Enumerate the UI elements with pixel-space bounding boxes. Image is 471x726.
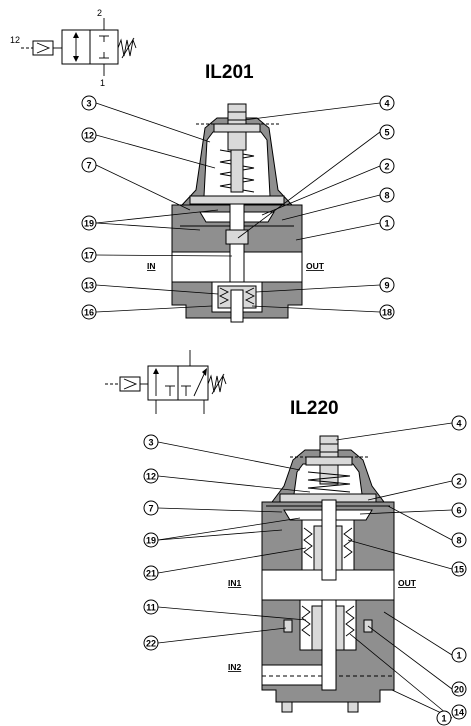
callout-1: 1: [379, 215, 395, 231]
svg-text:21: 21: [146, 569, 156, 579]
callouts-il220: 3 12 7 19 21 11 22 4 2 6 8 15 1 20 14 1: [143, 415, 467, 726]
callout-19: 19: [143, 532, 159, 548]
svg-text:8: 8: [456, 536, 461, 546]
callout-3: 3: [81, 95, 97, 111]
callout-9: 9: [379, 277, 395, 293]
callout-5: 5: [379, 124, 395, 140]
svg-text:12: 12: [84, 131, 94, 141]
model-title-il201: IL201: [205, 62, 254, 83]
callout-3: 3: [143, 434, 159, 450]
port-label-in1: IN1: [228, 578, 242, 588]
callout-21: 21: [143, 565, 159, 581]
callout-14: 14: [451, 704, 467, 720]
callout-8: 8: [379, 187, 395, 203]
callout-6: 6: [451, 502, 467, 518]
svg-text:16: 16: [84, 308, 94, 318]
symbol-port-12: 12: [10, 35, 20, 45]
svg-text:19: 19: [146, 536, 156, 546]
svg-text:8: 8: [384, 191, 389, 201]
callout-1: 1: [451, 647, 467, 663]
port-label-in2: IN2: [228, 662, 242, 672]
svg-text:3: 3: [86, 99, 91, 109]
svg-text:15: 15: [454, 565, 464, 575]
model-title-il220: IL220: [290, 398, 339, 419]
callout-2: 2: [451, 473, 467, 489]
callout-11: 11: [143, 599, 159, 615]
svg-text:5: 5: [384, 128, 389, 138]
callout-7: 7: [81, 157, 97, 173]
symbol-port-2: 2: [97, 8, 102, 18]
callout-22: 22: [143, 635, 159, 651]
valve-symbol-il220: [105, 350, 227, 414]
svg-text:7: 7: [86, 161, 91, 171]
svg-text:1: 1: [456, 651, 461, 661]
port-label-out: OUT: [306, 261, 325, 271]
svg-text:7: 7: [148, 504, 153, 514]
svg-text:12: 12: [146, 472, 156, 482]
svg-text:9: 9: [384, 281, 389, 291]
svg-text:19: 19: [84, 219, 94, 229]
svg-text:2: 2: [384, 162, 389, 172]
callout-4: 4: [379, 95, 395, 111]
port-label-in: IN: [147, 261, 156, 271]
svg-text:13: 13: [84, 281, 94, 291]
callout-1-lower: 1: [436, 710, 452, 726]
svg-text:14: 14: [454, 708, 464, 718]
svg-text:6: 6: [456, 506, 461, 516]
svg-text:2: 2: [456, 477, 461, 487]
symbol-port-1: 1: [100, 78, 105, 88]
callout-2: 2: [379, 158, 395, 174]
callout-19: 19: [81, 215, 97, 231]
callout-4: 4: [451, 415, 467, 431]
callout-18: 18: [379, 304, 395, 320]
svg-text:4: 4: [384, 99, 389, 109]
callout-15: 15: [451, 561, 467, 577]
callout-12: 12: [81, 127, 97, 143]
port-label-out: OUT: [398, 578, 417, 588]
svg-text:3: 3: [148, 438, 153, 448]
svg-text:20: 20: [454, 685, 464, 695]
svg-text:4: 4: [456, 419, 461, 429]
callout-17: 17: [81, 247, 97, 263]
callout-13: 13: [81, 277, 97, 293]
callout-12: 12: [143, 468, 159, 484]
svg-text:22: 22: [146, 639, 156, 649]
svg-text:18: 18: [382, 308, 392, 318]
cross-section-il201: IN OUT: [147, 103, 325, 323]
svg-text:17: 17: [84, 251, 94, 261]
svg-text:1: 1: [441, 714, 446, 724]
callout-20: 20: [451, 681, 467, 697]
callout-7: 7: [143, 500, 159, 516]
svg-text:11: 11: [146, 603, 156, 613]
callout-16: 16: [81, 304, 97, 320]
callout-8: 8: [451, 532, 467, 548]
svg-text:1: 1: [384, 219, 389, 229]
valve-symbol-il201: 12 2 1: [10, 8, 137, 88]
cross-section-il220: IN1 OUT IN2: [228, 435, 417, 713]
callouts-il201: 3 12 7 19 17 13 16 4 5 2 8 1 9 18: [81, 95, 395, 320]
